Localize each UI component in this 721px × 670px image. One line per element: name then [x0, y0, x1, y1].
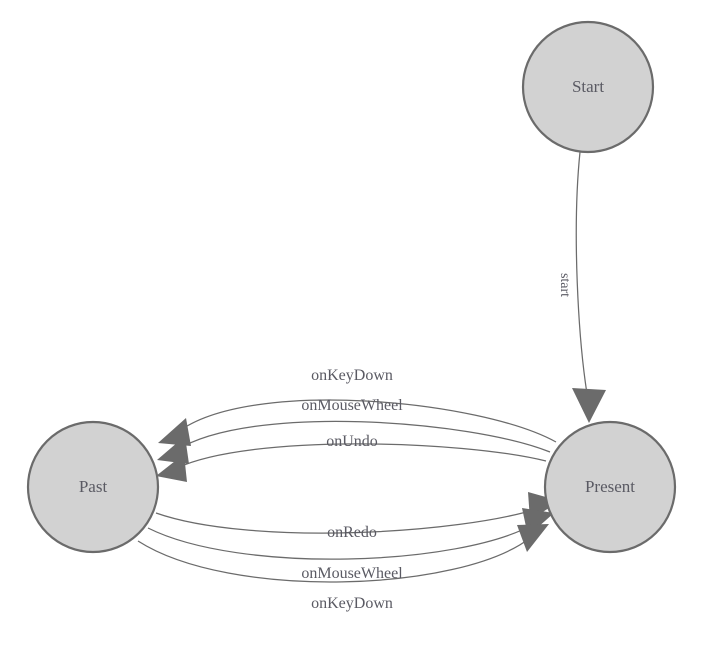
arrow-head-present-past-1 [158, 418, 191, 446]
node-past-label: Past [79, 477, 108, 496]
edge-label-past-present-onredo: onRedo [327, 524, 377, 541]
edge-path-present-past-2 [176, 420, 551, 453]
edge-present-to-past-onundo[interactable] [156, 443, 547, 482]
edge-label-present-past-onmousewheel: onMouseWheel [301, 397, 403, 414]
node-present[interactable]: Present [543, 420, 677, 554]
edge-path-present-past-3 [176, 443, 547, 469]
edge-start-to-present[interactable] [572, 151, 606, 423]
node-start[interactable]: Start [521, 20, 655, 154]
arrow-head-start-present [572, 388, 606, 423]
node-past[interactable]: Past [26, 420, 160, 554]
node-present-label: Present [585, 477, 635, 496]
edge-path-start-present [575, 151, 589, 401]
node-start-label: Start [572, 77, 604, 96]
edge-path-past-present-1 [155, 507, 541, 534]
edge-label-past-present-onkeydown: onKeyDown [311, 595, 393, 612]
node-present-circle [543, 420, 677, 554]
edge-path-past-present-2 [147, 523, 535, 560]
edge-label-present-past-onundo: onUndo [326, 433, 378, 450]
edge-path-past-present-3 [137, 537, 531, 583]
edge-label-start: start [557, 273, 572, 297]
edge-past-to-present-onkeydown[interactable] [137, 524, 549, 583]
edge-label-present-past-onkeydown: onKeyDown [311, 367, 393, 384]
arrow-head-present-past-3 [156, 454, 187, 482]
edge-path-present-past-1 [177, 399, 557, 443]
edge-label-past-present-onmousewheel: onMouseWheel [301, 565, 403, 582]
arrow-head-past-present-3 [517, 524, 549, 552]
node-start-circle [521, 20, 655, 154]
node-past-circle [26, 420, 160, 554]
